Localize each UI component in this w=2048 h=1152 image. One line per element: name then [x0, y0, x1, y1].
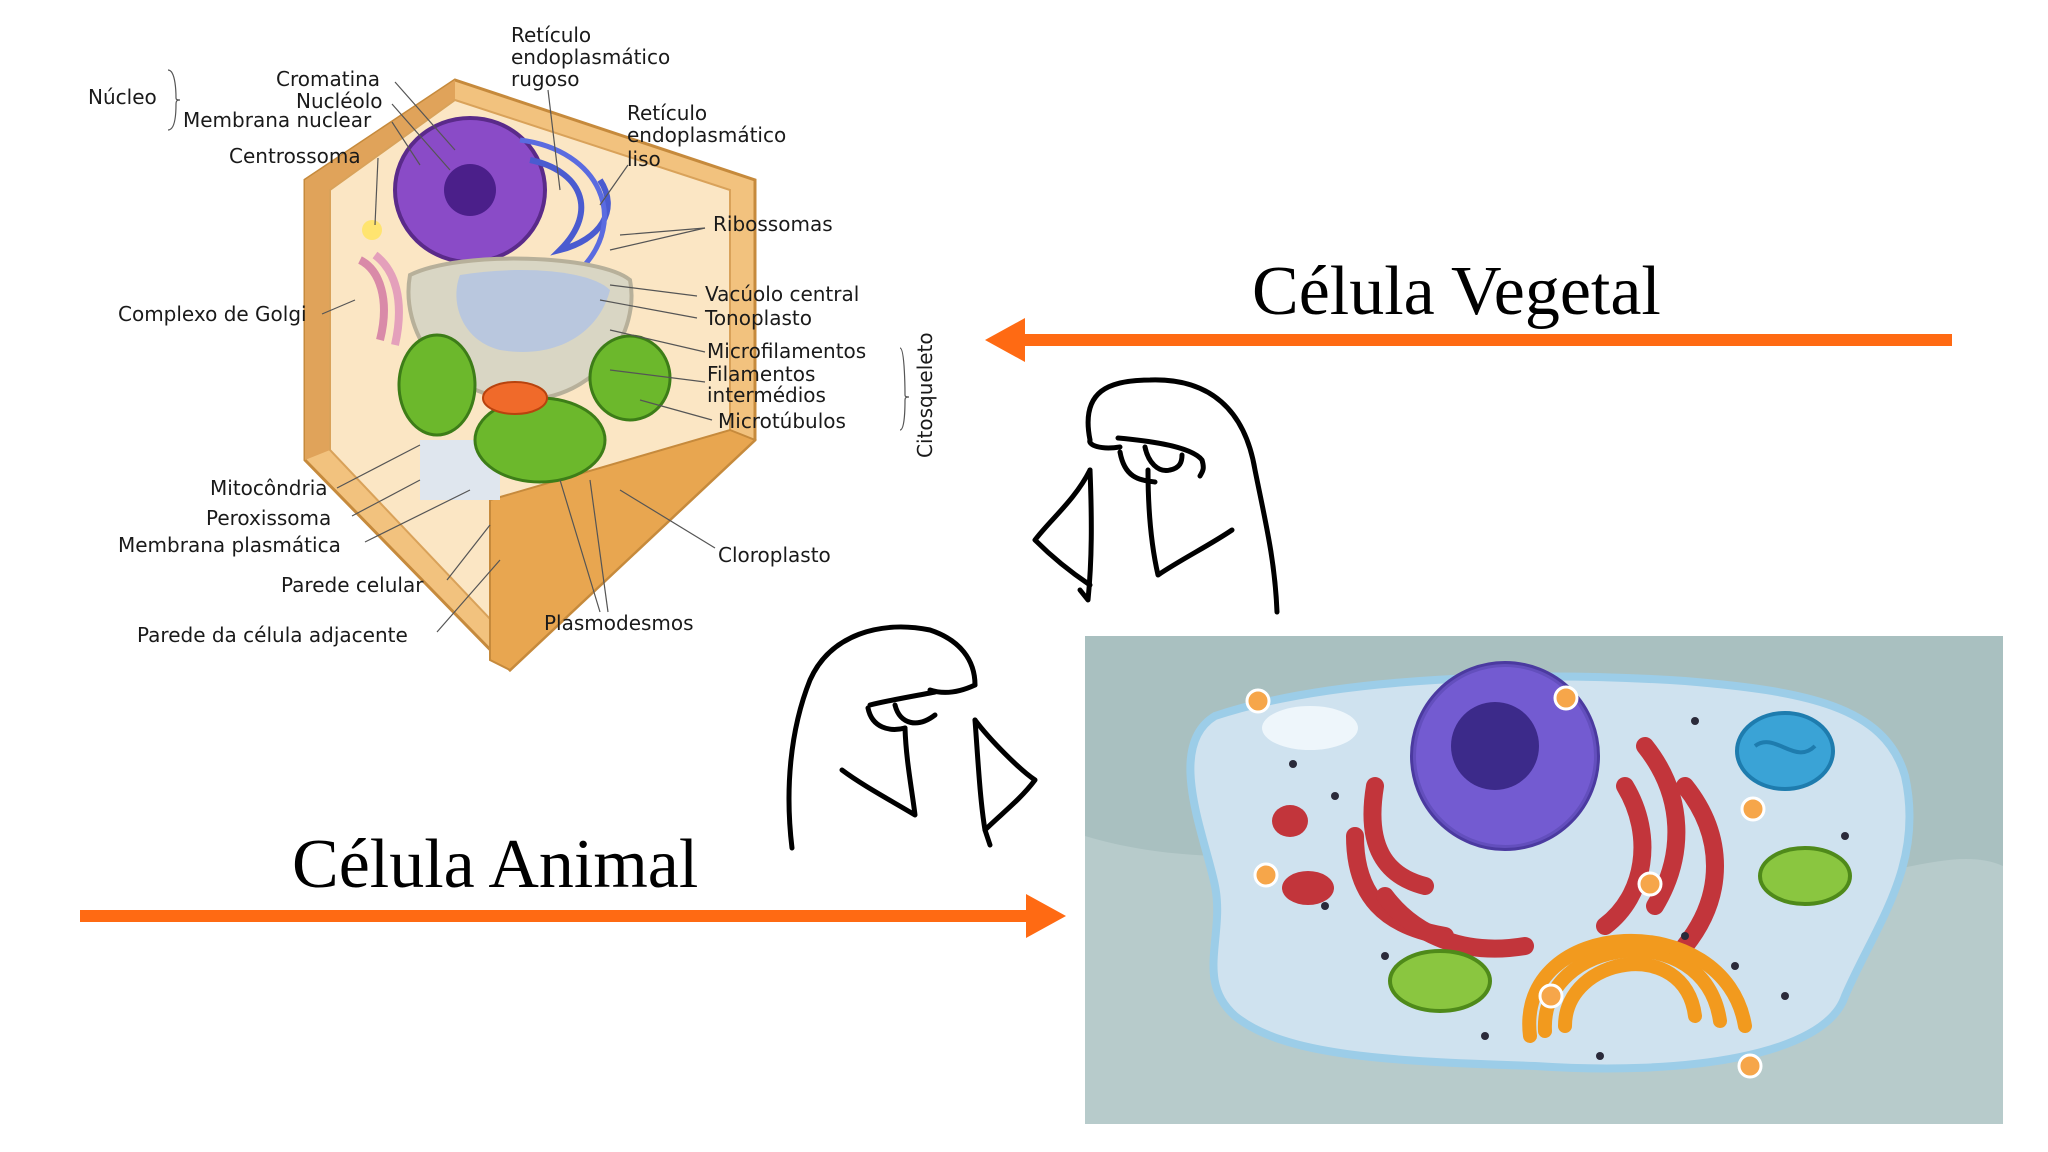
animal-cell-image: [1085, 636, 2003, 1124]
label-vacuolo-central: Vacúolo central: [705, 282, 860, 306]
label-parede-celular: Parede celular: [281, 573, 424, 597]
title-celula-vegetal: Célula Vegetal: [1252, 253, 1661, 330]
label-re-liso-1: Retículo: [627, 101, 708, 125]
label-tonoplasto: Tonoplasto: [705, 306, 812, 330]
label-re-rugoso-1: Retículo: [511, 23, 592, 47]
label-peroxissoma: Peroxissoma: [206, 506, 332, 530]
label-cloroplasto: Cloroplasto: [718, 543, 831, 567]
label-re-liso-2: endoplasmático: [627, 123, 787, 147]
label-nucleolo: Nucléolo: [296, 89, 383, 113]
arrow-to-plant: [985, 318, 1952, 362]
title-celula-animal: Célula Animal: [292, 826, 699, 903]
arrow-to-animal: [80, 894, 1066, 938]
label-nucleo: Núcleo: [88, 85, 157, 109]
label-microtubulos: Microtúbulos: [718, 409, 846, 433]
label-membrana-nuclear: Membrana nuclear: [183, 108, 372, 132]
label-filamentos-1: Filamentos: [707, 362, 816, 386]
label-mitocondria: Mitocôndria: [210, 476, 328, 500]
label-filamentos-2: intermédios: [707, 383, 826, 407]
label-re-rugoso-2: endoplasmático: [511, 45, 671, 69]
label-re-liso-3: liso: [627, 147, 661, 171]
animal-cell-illustration: [1085, 661, 2003, 1124]
label-centrossoma: Centrossoma: [229, 144, 361, 168]
label-parede-adjacente: Parede da célula adjacente: [137, 623, 408, 647]
label-plasmodesmos: Plasmodesmos: [544, 611, 694, 635]
label-re-rugoso-3: rugoso: [511, 67, 580, 91]
label-microfilamentos: Microfilamentos: [707, 339, 867, 363]
label-complexo-golgi: Complexo de Golgi: [118, 302, 307, 326]
label-membrana-plasmatica: Membrana plasmática: [118, 533, 341, 557]
label-ribossomas: Ribossomas: [713, 212, 833, 236]
label-cromatina: Cromatina: [276, 67, 381, 91]
